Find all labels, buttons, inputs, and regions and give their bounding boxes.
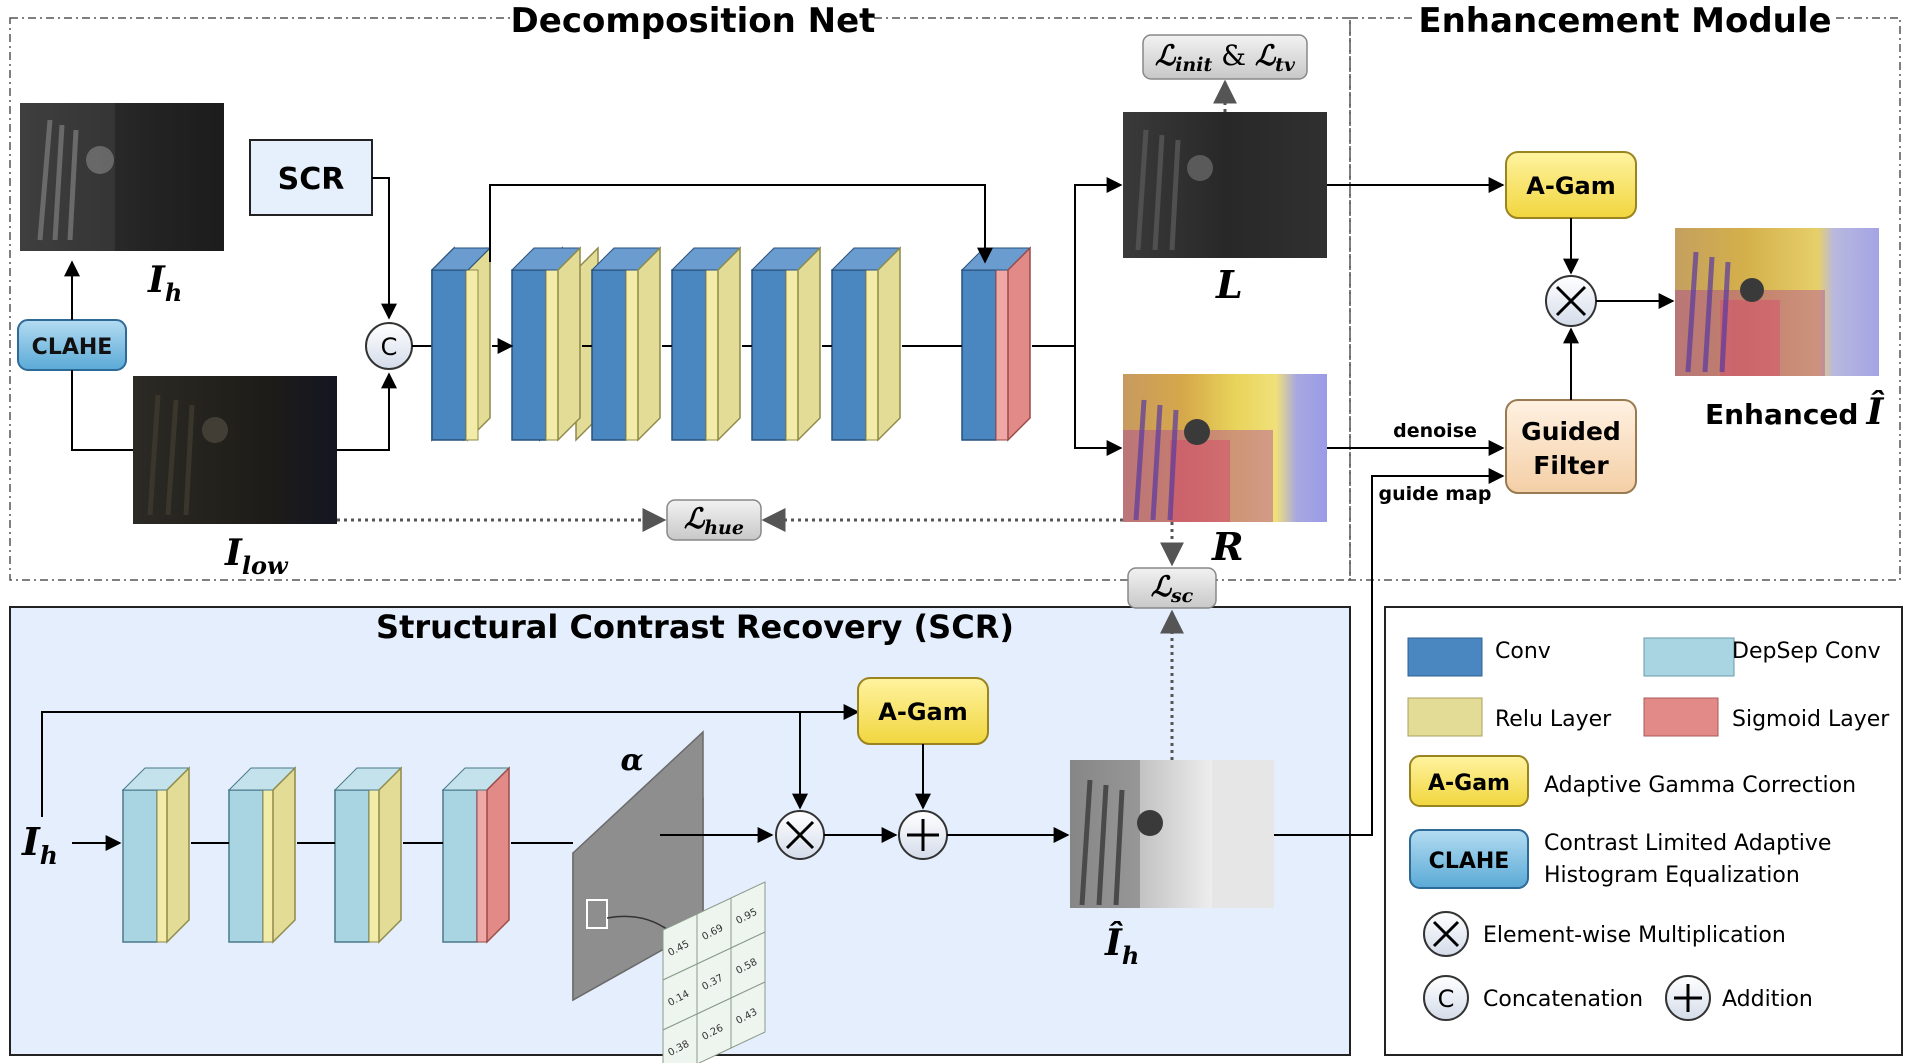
conv-sigmoid-block: [960, 246, 1032, 442]
agam-block-scr-label: A-Gam: [878, 698, 967, 726]
legend-add-cross: [1674, 984, 1702, 1012]
guided-filter-label-1: Guided: [1521, 417, 1621, 446]
alpha-label: α: [620, 743, 643, 778]
loss-init-tv-box: ℒinit & ℒtv: [1142, 34, 1308, 80]
legend-conv-label: Conv: [1495, 639, 1551, 664]
l-output-image: [1123, 112, 1327, 258]
decomposition-net-title: Decomposition Net: [511, 1, 876, 41]
clahe-block-label: CLAHE: [32, 335, 113, 360]
ilow-to-clahe-line: [71, 370, 133, 451]
scr-block: [249, 139, 373, 216]
conv-relu-block-1: [430, 246, 492, 442]
skip-connection-arrow: [489, 184, 993, 264]
legend-agam-desc: Adaptive Gamma Correction: [1544, 773, 1856, 798]
alpha-values-grid: 0.450.690.950.140.370.580.380.260.43: [662, 881, 766, 1063]
to-l-arrow: [1074, 177, 1123, 346]
scr-block-label: SCR: [278, 162, 345, 197]
ih-input-image: [20, 103, 224, 251]
legend-agam-box: [1409, 755, 1529, 807]
ih-hat-label: Îh: [1104, 922, 1139, 970]
depsep-relu-block-3: [333, 766, 403, 944]
legend-depsep-swatch: [1643, 637, 1735, 677]
ilow-label: Ilow: [224, 532, 289, 580]
ilow-to-concat-arrow: [337, 372, 397, 451]
alpha-grid-cell: [662, 1013, 698, 1063]
enhancement-module-title: Enhancement Module: [1418, 1, 1831, 41]
to-r-arrow: [1074, 346, 1123, 456]
legend-concat-symbol-label: C: [1438, 985, 1455, 1013]
conv-relu-block-6: [830, 246, 902, 442]
legend-concat-symbol: [1423, 975, 1469, 1021]
ih-hat-image: [1070, 760, 1274, 908]
svg-text:ℒsc: ℒsc: [1151, 570, 1194, 607]
legend-conv-swatch: [1407, 637, 1483, 677]
scr-ih-label: Ih: [21, 819, 58, 870]
guided-filter-label-2: Filter: [1533, 451, 1609, 480]
r-output-image: [1123, 374, 1327, 522]
legend-clahe-box: [1409, 829, 1529, 889]
legend-sigmoid-label: Sigmoid Layer: [1732, 707, 1890, 732]
legend-agam-box-label: A-Gam: [1428, 771, 1510, 796]
l-label: L: [1215, 262, 1243, 307]
legend-multiply-cross: [1432, 920, 1460, 948]
legend-relu-swatch: [1407, 697, 1483, 737]
ilow-input-image: [133, 376, 337, 524]
svg-text:ℒinit & ℒtv: ℒinit & ℒtv: [1155, 39, 1296, 76]
concat-node-label: C: [381, 333, 398, 361]
legend-clahe-desc-2: Histogram Equalization: [1544, 863, 1800, 888]
legend-multiply-desc: Element-wise Multiplication: [1483, 923, 1786, 948]
legend-depsep-label: DepSep Conv: [1732, 639, 1881, 664]
alpha-map-patch: [586, 899, 608, 929]
scr-input-top-line: [41, 711, 858, 817]
multiply-symbol-enhancement: [1555, 285, 1587, 317]
conv-relu-block-5: [750, 246, 822, 442]
legend-add-desc: Addition: [1722, 987, 1813, 1012]
legend-relu-label: Relu Layer: [1495, 707, 1612, 732]
guide-map-label: guide map: [1379, 483, 1492, 505]
legend-concat-desc: Concatenation: [1483, 987, 1643, 1012]
conv-relu-block-3: [590, 246, 662, 442]
conv-relu-block-2: [510, 246, 599, 442]
loss-sc-box: ℒsc: [1127, 567, 1217, 609]
legend-clahe-desc-1: Contrast Limited Adaptive: [1544, 831, 1831, 856]
legend-clahe-box-label: CLAHE: [1429, 849, 1510, 874]
r-label: R: [1211, 524, 1244, 569]
loss-hue-box: ℒhue: [666, 499, 762, 541]
depsep-relu-block-2: [227, 766, 297, 944]
depsep-relu-block-1: [121, 766, 191, 944]
decomposition-layer-stack: [430, 246, 1032, 442]
legend-sigmoid-swatch: [1643, 697, 1719, 737]
scr-panel-title: Structural Contrast Recovery (SCR): [376, 608, 1014, 646]
ih-label: Ih: [147, 259, 182, 307]
agam-block-enhancement-label: A-Gam: [1526, 172, 1615, 200]
enhanced-output-image: [1675, 228, 1879, 376]
svg-text:ℒhue: ℒhue: [684, 502, 744, 539]
depsep-sigmoid-block: [441, 766, 511, 944]
scr-layer-stack: [121, 766, 511, 944]
guide-map-arrow: [1274, 468, 1505, 836]
denoise-label: denoise: [1393, 420, 1477, 442]
alpha-grid-cell: [730, 981, 766, 1049]
scr-to-concat-arrow: [372, 177, 397, 320]
add-symbol-scr: [907, 819, 939, 851]
conv-relu-block-4: [670, 246, 742, 442]
multiply-symbol-scr: [785, 820, 815, 850]
